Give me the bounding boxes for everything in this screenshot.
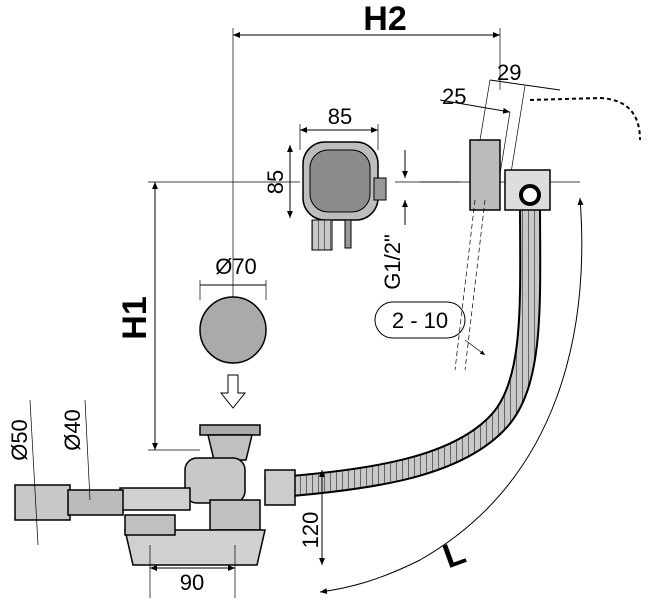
height-120-label: 120 [298, 512, 323, 549]
length-dimension: L [319, 197, 584, 595]
drain-plug: Ø70 [199, 254, 267, 409]
length-label: L [438, 533, 471, 576]
depth-29-label: 29 [497, 60, 521, 85]
width-90-label: 90 [180, 570, 204, 595]
range-label: 2 - 10 [392, 308, 448, 333]
outlet-50-label: Ø50 [7, 419, 32, 461]
overflow-depth-dimensions: 25 29 [439, 60, 641, 211]
outlet-40-label: Ø40 [60, 409, 85, 451]
head-width-label: 85 [328, 104, 352, 129]
h2-dimension: H2 [232, 0, 501, 300]
h2-label: H2 [363, 0, 406, 38]
thread-label: G1/2" [380, 234, 405, 290]
depth-25-label: 25 [442, 84, 466, 109]
drain-body: Ø50 Ø40 [7, 399, 266, 566]
plug-diameter-label: Ø70 [215, 254, 257, 279]
h1-label: H1 [116, 296, 154, 339]
overflow-control-head: 85 85 G1/2" [263, 104, 460, 290]
arrow-down-icon [219, 374, 247, 409]
